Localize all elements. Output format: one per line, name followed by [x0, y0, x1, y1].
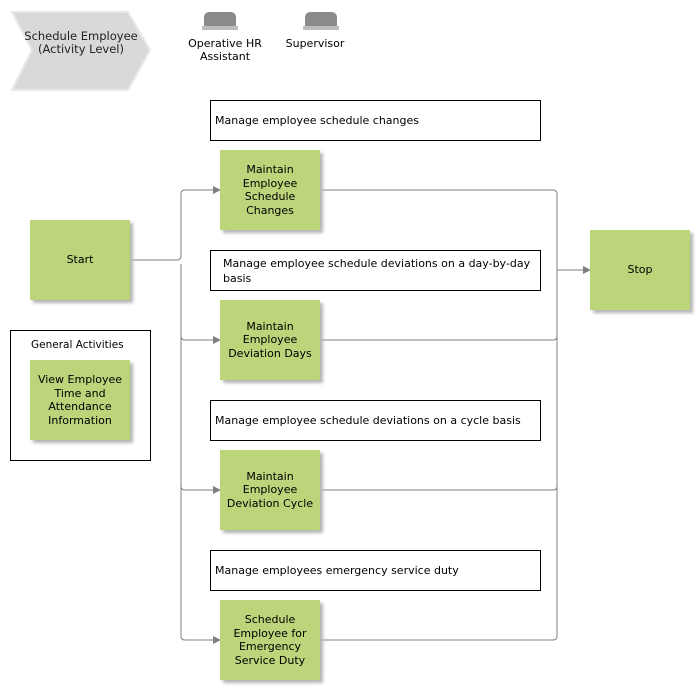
connector-act4-join — [320, 270, 558, 641]
process-title: Schedule Employee (Activity Level) — [24, 29, 138, 56]
activity-label: Maintain Employee Schedule Changes — [242, 163, 298, 217]
activity-label: Schedule Employee for Emergency Service … — [233, 613, 307, 667]
connector-split-4 — [180, 486, 221, 644]
activity-view-time-attendance[interactable]: View Employee Time and Attendance Inform… — [30, 360, 130, 440]
general-activities-title: General Activities — [31, 339, 124, 351]
note-deviation-cycle: Manage employee schedule deviations on a… — [210, 400, 541, 441]
role-icon — [202, 12, 238, 30]
start-event-label: Start — [66, 253, 94, 267]
role-operative-hr-assistant: Operative HR Assistant — [188, 37, 262, 63]
note-emergency-duty: Manage employees emergency service duty — [210, 550, 541, 591]
stop-event-label: Stop — [627, 263, 653, 277]
general-activities-group: General Activities — [10, 330, 151, 461]
activity-label: Maintain Employee Deviation Cycle — [226, 469, 314, 510]
role-icon — [303, 12, 339, 30]
connector-act1-join — [320, 189, 558, 270]
activity-maintain-schedule-changes[interactable]: Maintain Employee Schedule Changes — [220, 150, 320, 230]
activity-maintain-deviation-days[interactable]: Maintain Employee Deviation Days — [220, 300, 320, 380]
activity-label: View Employee Time and Attendance Inform… — [37, 373, 123, 427]
process-chevron-shape — [10, 11, 152, 91]
stop-event[interactable]: Stop — [590, 230, 690, 310]
role-supervisor: Supervisor — [285, 37, 345, 50]
connector-start-split — [130, 186, 221, 261]
activity-schedule-emergency-duty[interactable]: Schedule Employee for Emergency Service … — [220, 600, 320, 680]
start-event[interactable]: Start — [30, 220, 130, 300]
activity-maintain-deviation-cycle[interactable]: Maintain Employee Deviation Cycle — [220, 450, 320, 530]
note-schedule-changes: Manage employee schedule changes — [210, 100, 541, 141]
note-deviation-days: Manage employee schedule deviations on a… — [210, 250, 541, 291]
connector-act3-join — [320, 270, 558, 491]
activity-label: Maintain Employee Deviation Days — [228, 319, 312, 360]
